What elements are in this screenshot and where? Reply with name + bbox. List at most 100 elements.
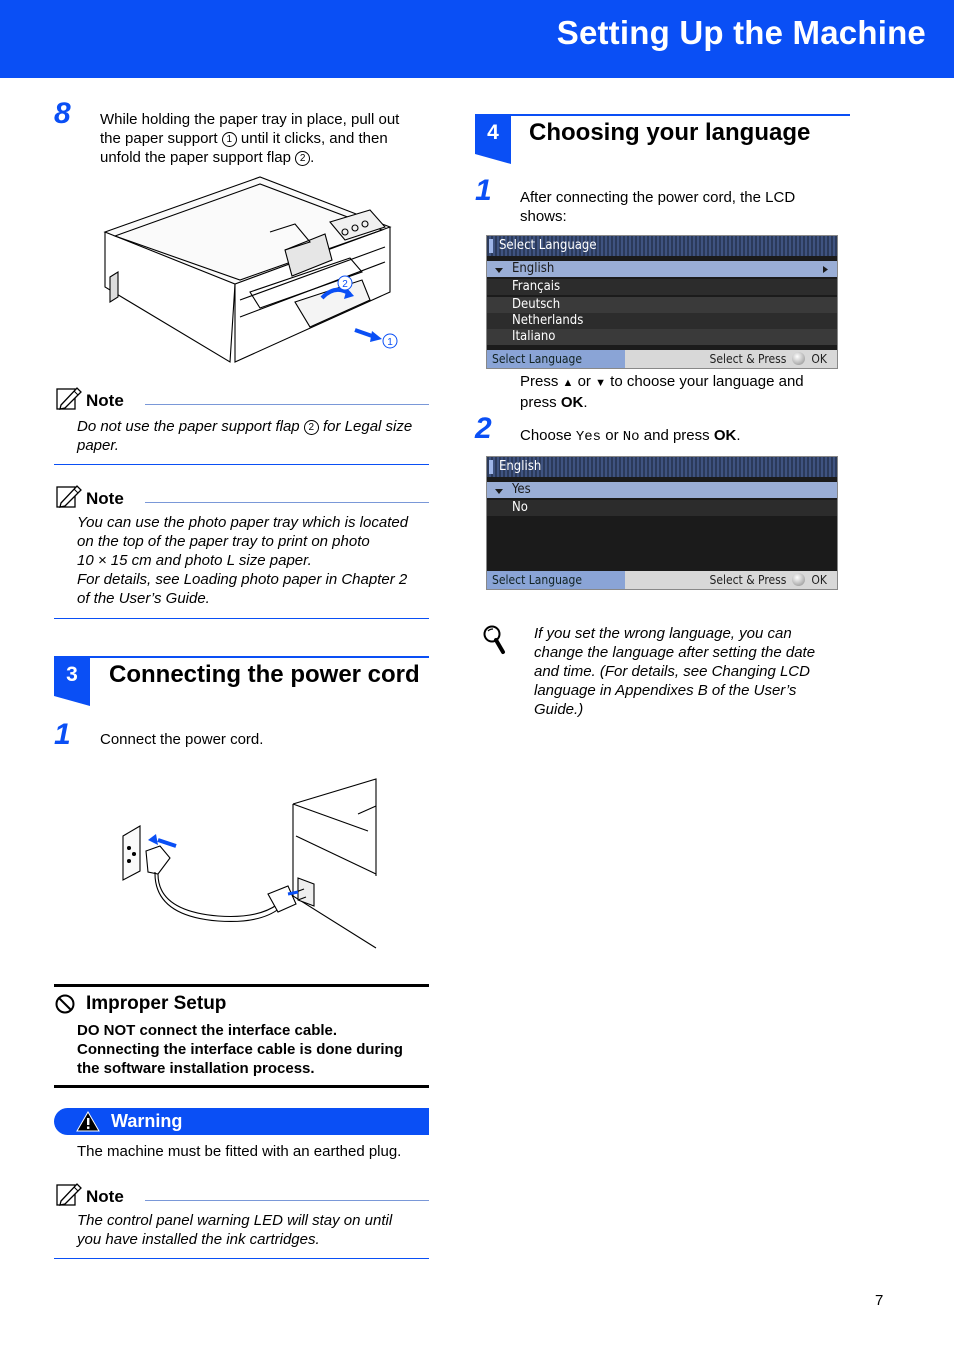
improper-top-rule	[54, 984, 429, 987]
printer-illustration: 2 1	[103, 176, 398, 363]
lcd-item-label: Français	[512, 279, 561, 294]
lcd-item-label: English	[512, 261, 555, 276]
page-number: 7	[875, 1292, 884, 1309]
note-1-bottom-rule	[54, 464, 429, 465]
section-3-rule	[54, 656, 429, 658]
step-1-line: After connecting the power cord, the LCD	[520, 189, 796, 206]
tip-text: If you set the wrong language, you can c…	[534, 624, 844, 719]
note-2-line: of the User’s Guide.	[77, 590, 210, 607]
step-number-2: 2	[475, 412, 492, 445]
lcd-item-label: Italiano	[512, 329, 556, 344]
note-2-line: For details, see Loading photo paper in …	[77, 571, 408, 588]
lcd-item[interactable]: No	[487, 500, 837, 516]
step-number-1: 1	[54, 718, 71, 751]
note-3-line: you have installed the ink cartridges.	[77, 1231, 320, 1248]
improper-setup-text: DO NOT connect the interface cable. Conn…	[77, 1021, 429, 1078]
lcd-item[interactable]: Italiano	[487, 329, 837, 345]
tip-line: language in Appendixes B of the User’s	[534, 682, 797, 699]
step-8-line-1: While holding the paper tray in place, p…	[100, 111, 400, 128]
note-3-line: The control panel warning LED will stay …	[77, 1212, 393, 1229]
scroll-down-icon	[495, 268, 503, 273]
note-1-top-rule	[145, 404, 429, 405]
note-2-line: You can use the photo paper tray which i…	[77, 514, 409, 531]
note-1-label: Note	[86, 391, 124, 410]
improper-setup-label: Improper Setup	[86, 993, 227, 1014]
lcd-item-label: Deutsch	[512, 297, 561, 312]
magnifier-tip-icon	[483, 625, 505, 654]
lcd-screen-language-list: Select Language English Français Deutsch…	[486, 235, 838, 369]
note-1-line-1: Do not use the paper support flap 2 for …	[77, 418, 413, 435]
tip-line: If you set the wrong language, you can	[534, 625, 792, 642]
warning-text: The machine must be fitted with an earth…	[77, 1143, 402, 1160]
lcd-title: Select Language	[499, 238, 597, 253]
callout-circle-2: 2	[303, 420, 319, 435]
warning-triangle-icon	[76, 1111, 100, 1132]
lcd-item[interactable]: Deutsch	[487, 297, 837, 313]
power-cord-illustration	[122, 778, 377, 949]
improper-line: Connecting the interface cable is done d…	[77, 1041, 403, 1058]
callout-circle-2: 2	[295, 151, 311, 166]
scroll-down-icon	[495, 489, 503, 494]
lcd-item-selected[interactable]: Yes	[487, 482, 837, 498]
section-3-title: Connecting the power cord	[109, 661, 420, 688]
improper-bottom-rule	[54, 1085, 429, 1088]
step-8-text: While holding the paper tray in place, p…	[100, 110, 430, 167]
dial-knob-icon	[792, 573, 806, 586]
note-2-bottom-rule	[54, 618, 429, 619]
prohibited-icon	[55, 994, 75, 1014]
note-3-text: The control panel warning LED will stay …	[77, 1211, 429, 1249]
step-8-line-2: the paper support 1 until it clicks, and…	[100, 130, 388, 147]
lcd-item[interactable]: Netherlands	[487, 313, 837, 329]
step-1-line: shows:	[520, 208, 567, 225]
step-2-text: Choose Yes or No and press OK.	[520, 427, 741, 445]
press-line-1: Press ▲ or ▼ to choose your language and	[520, 373, 804, 390]
note-2-text: You can use the photo paper tray which i…	[77, 513, 429, 608]
tip-line: Guide.)	[534, 701, 584, 718]
step-1-text: Connect the power cord.	[100, 731, 264, 748]
lcd-item[interactable]: Français	[487, 279, 837, 295]
section-4-rule	[475, 114, 850, 116]
improper-line: DO NOT connect the interface cable.	[77, 1022, 338, 1039]
section-4-number: 4	[475, 114, 511, 154]
chevron-right-icon	[823, 266, 828, 273]
note-3-top-rule	[145, 1200, 429, 1201]
lcd-title-bar	[487, 236, 837, 256]
illustration-label-2: 2	[342, 279, 348, 290]
note-2-line: 10 × 15 cm and photo L size paper.	[77, 552, 312, 569]
lcd-footer-label: Select Language	[487, 350, 625, 368]
lcd-screen-confirm: English Yes No Select Language Select & …	[486, 456, 838, 590]
tip-line: and time. (For details, see Changing LCD	[534, 663, 810, 680]
note-1-text: Do not use the paper support flap 2 for …	[77, 417, 429, 455]
warning-label: Warning	[111, 1111, 183, 1131]
lcd-item-label: No	[512, 500, 528, 515]
warning-band	[54, 1108, 429, 1135]
page-title: Setting Up the Machine	[556, 14, 926, 51]
illustration-label-1: 1	[387, 337, 393, 348]
note-2-label: Note	[86, 489, 124, 508]
section-3-tab-tail	[54, 696, 90, 706]
up-arrow-icon: ▲	[562, 377, 574, 389]
note-2-top-rule	[145, 502, 429, 503]
lcd-footer-label: Select Language	[487, 571, 625, 589]
note-pencil-icon	[56, 387, 82, 410]
header-band	[0, 0, 954, 78]
lcd-item-selected[interactable]: English	[487, 261, 837, 277]
section-4-tab-tail	[475, 154, 511, 164]
note-pencil-icon	[56, 485, 82, 508]
section-4-title: Choosing your language	[529, 119, 811, 146]
lcd-item-label: Netherlands	[512, 313, 584, 328]
note-1-line-2: paper.	[77, 437, 119, 454]
step-1-lcd-text: After connecting the power cord, the LCD…	[520, 188, 840, 226]
step-number-8: 8	[54, 97, 71, 130]
improper-line: the software installation process.	[77, 1060, 315, 1077]
dial-knob-icon	[792, 352, 806, 365]
note-2-line: on the top of the paper tray to print on…	[77, 533, 370, 550]
press-line-2: press OK.	[520, 394, 588, 411]
press-instructions: Press ▲ or ▼ to choose your language and…	[520, 372, 840, 412]
lcd-title-bar	[487, 457, 837, 477]
down-arrow-icon: ▼	[595, 377, 606, 389]
note-3-label: Note	[86, 1187, 124, 1206]
